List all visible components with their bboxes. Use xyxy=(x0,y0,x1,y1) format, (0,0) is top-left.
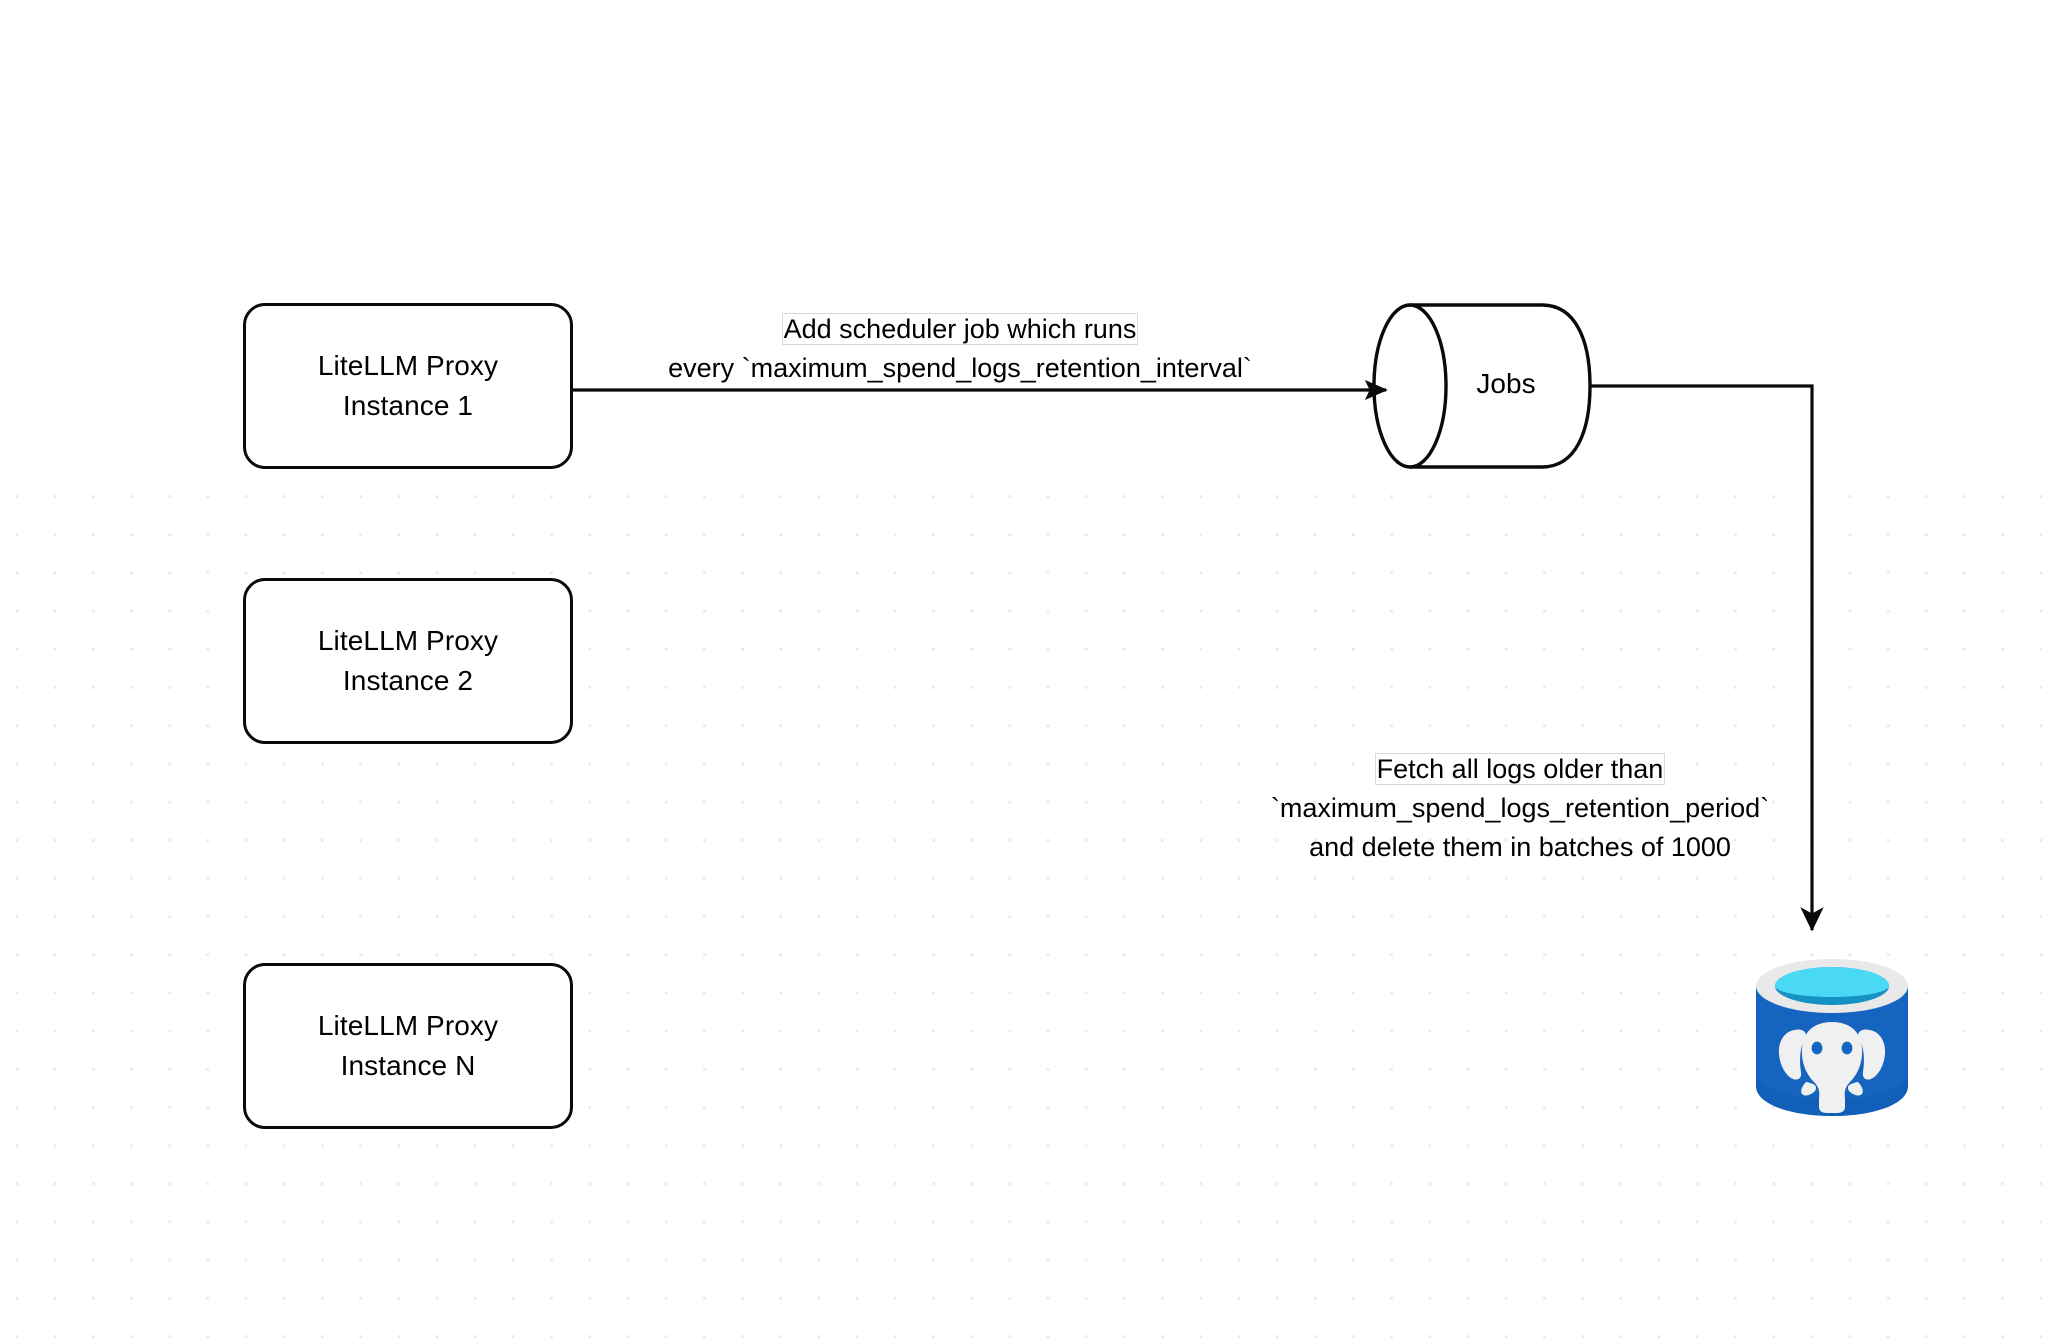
edge-label-scheduler: Add scheduler job which runs every `maxi… xyxy=(600,310,1320,388)
node-litellm-proxy-instance-1[interactable]: LiteLLM Proxy Instance 1 xyxy=(243,303,573,469)
node-label-line1: LiteLLM Proxy xyxy=(317,1010,499,1042)
edge-label-line1: Fetch all logs older than xyxy=(1375,754,1665,784)
node-label-line2: Instance 1 xyxy=(342,390,474,421)
edge-label-line2: every `maximum_spend_logs_retention_inte… xyxy=(668,352,1252,383)
db-water-upper xyxy=(1775,967,1889,997)
node-litellm-proxy-instance-2[interactable]: LiteLLM Proxy Instance 2 xyxy=(243,578,573,744)
node-label-line1: LiteLLM Proxy xyxy=(317,350,499,382)
postgres-database-icon[interactable] xyxy=(1748,952,1916,1124)
elephant-eyes xyxy=(1811,1041,1853,1055)
node-label-line2: Instance 2 xyxy=(342,665,474,696)
node-label-line2: Instance N xyxy=(340,1050,476,1081)
edge-label-line3: and delete them in batches of 1000 xyxy=(1309,831,1731,862)
db-body-shadow xyxy=(1756,1070,1908,1116)
node-jobs-label: Jobs xyxy=(1476,368,1536,399)
node-litellm-proxy-instance-n[interactable]: LiteLLM Proxy Instance N xyxy=(243,963,573,1129)
edge-label-fetch-delete: Fetch all logs older than `maximum_spend… xyxy=(1230,750,1810,867)
edge-label-line1: Add scheduler job which runs xyxy=(782,314,1138,344)
edge-jobs-to-postgres xyxy=(1590,384,1824,932)
node-label-line1: LiteLLM Proxy xyxy=(317,625,499,657)
edge-label-line2: `maximum_spend_logs_retention_period` xyxy=(1270,792,1770,823)
